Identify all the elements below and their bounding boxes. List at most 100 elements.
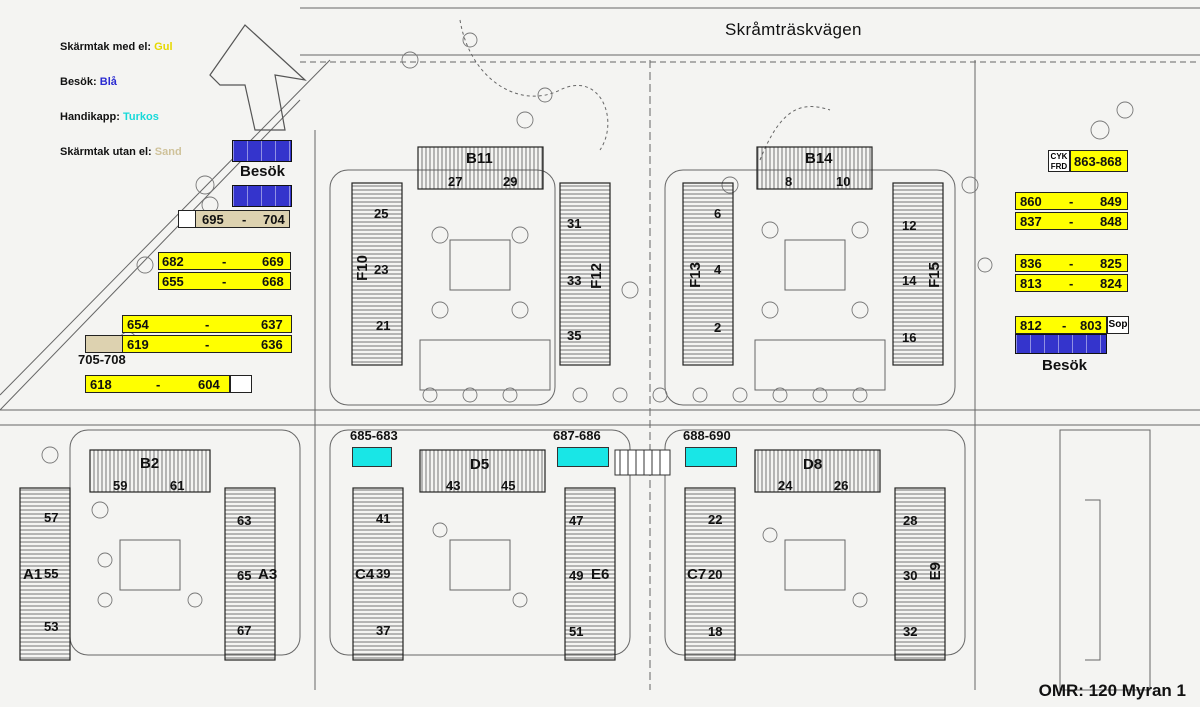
entrance-number: 67 — [237, 623, 252, 638]
entrance-number: 47 — [569, 513, 584, 528]
handicap-parking-lot[interactable] — [685, 447, 737, 467]
handicap-label-685-683: 685-683 — [350, 428, 398, 443]
legend-row-blue: Besök: Blå — [60, 75, 182, 110]
handicap-parking-lot[interactable] — [352, 447, 392, 467]
handicap-label-688-690: 688-690 — [683, 428, 731, 443]
entrance-number: 30 — [903, 568, 918, 583]
entrance-number: 8 — [785, 174, 793, 189]
building-D5 — [419, 449, 546, 493]
legend-value: Sand — [154, 146, 182, 158]
visitor-parking-lot[interactable] — [232, 140, 292, 162]
entrance-number: 24 — [778, 478, 793, 493]
visitor-parking-lot[interactable] — [232, 185, 292, 207]
north-arrow-icon — [209, 24, 307, 131]
parking-stall-box — [230, 375, 252, 393]
entrance-number: 12 — [902, 218, 917, 233]
entrance-number: 39 — [376, 566, 391, 581]
building-label-B11: B11 — [466, 150, 493, 167]
parking-row-654[interactable]: 654 - 637 — [122, 315, 292, 333]
legend-row-turquoise: Handikapp: Turkos — [60, 110, 182, 145]
entrance-number: 4 — [714, 262, 722, 277]
entrance-number: 28 — [903, 513, 918, 528]
legend-value: Blå — [99, 76, 117, 88]
parking-stall-box — [178, 210, 196, 228]
entrance-number: 22 — [708, 512, 723, 527]
parking-row-863-868[interactable]: 863-868 — [1070, 150, 1128, 172]
building-F10 — [351, 182, 403, 366]
entrance-number: 49 — [569, 568, 584, 583]
legend-text: Handikapp: — [60, 111, 120, 123]
parking-row-619[interactable]: 619 - 636 — [122, 335, 292, 353]
handicap-label-687-686: 687-686 — [553, 428, 601, 443]
building-C7 — [684, 487, 736, 661]
building-label-D5: D5 — [470, 456, 490, 473]
building-label-A1: A1 — [23, 566, 43, 583]
entrance-number: 61 — [170, 478, 185, 493]
building-B11 — [417, 146, 544, 190]
entrance-number: 37 — [376, 623, 391, 638]
legend-value: Gul — [154, 41, 173, 53]
lawn — [754, 339, 886, 391]
legend-text: Besök: — [60, 76, 97, 88]
footpath — [459, 19, 609, 151]
building-C4 — [352, 487, 404, 661]
building-E9 — [894, 487, 946, 661]
entrance-number: 55 — [44, 566, 59, 581]
legend-row-sand: Skärmtak utan el: Sand — [60, 145, 182, 180]
parking-row-705-sand[interactable] — [85, 335, 125, 353]
playground — [119, 539, 181, 591]
building-F12 — [559, 182, 611, 366]
tree-icons — [41, 32, 1134, 608]
entrance-number: 20 — [708, 567, 723, 582]
entrance-number: 59 — [113, 478, 128, 493]
parking-row-655[interactable]: 655 - 668 — [158, 272, 291, 290]
legend-text: Skärmtak med el: — [60, 41, 152, 53]
legend: Skärmtak med el: Gul Besök: Blå Handikap… — [60, 40, 182, 180]
visitor-label: Besök — [1042, 357, 1088, 374]
building-label-B2: B2 — [140, 455, 160, 472]
entrance-number: 65 — [237, 568, 252, 583]
parking-label-705-708: 705-708 — [78, 352, 126, 367]
parking-row-618[interactable]: 618 - 604 — [85, 375, 230, 393]
building-label-D8: D8 — [803, 456, 823, 473]
building-D8 — [754, 449, 881, 493]
visitor-parking-lot[interactable] — [1015, 334, 1107, 354]
playground — [784, 239, 846, 291]
entrance-number: 53 — [44, 619, 59, 634]
building-F13 — [682, 182, 734, 366]
garage-outline — [1059, 429, 1151, 691]
entrance-number: 29 — [503, 174, 518, 189]
entrance-number: 33 — [567, 273, 582, 288]
building-label-B14: B14 — [805, 150, 833, 167]
entrance-number: 31 — [567, 216, 582, 231]
courtyard-outline — [329, 429, 631, 656]
parking-row-837[interactable]: 837 - 848 — [1015, 212, 1128, 230]
garage-outline — [1085, 499, 1101, 661]
entrance-number: 2 — [714, 320, 722, 335]
parking-row-682[interactable]: 682 - 669 — [158, 252, 291, 270]
road-name: Skråmträskvägen — [725, 20, 862, 39]
entrance-number: 10 — [836, 174, 851, 189]
courtyard-outline — [664, 429, 966, 656]
legend-value: Turkos — [122, 111, 159, 123]
building-label-E6: E6 — [591, 566, 610, 583]
parking-row-860[interactable]: 860 - 849 — [1015, 192, 1128, 210]
entrance-number: 32 — [903, 624, 918, 639]
stair-block — [614, 449, 671, 476]
handicap-parking-lot[interactable] — [557, 447, 609, 467]
building-label-F10: F10 — [354, 255, 371, 281]
parking-row-695[interactable]: 695 - 704 — [195, 210, 290, 228]
parking-row-813[interactable]: 813 - 824 — [1015, 274, 1128, 292]
building-B2 — [89, 449, 211, 493]
building-B14 — [756, 146, 873, 190]
bike-storage-label: CYK FRD — [1048, 150, 1070, 172]
entrance-number: 21 — [376, 318, 391, 333]
building-label-E9: E9 — [927, 562, 944, 581]
entrance-number: 51 — [569, 624, 584, 639]
building-A3 — [224, 487, 276, 661]
entrance-number: 6 — [714, 206, 722, 221]
parking-row-836[interactable]: 836 - 825 — [1015, 254, 1128, 272]
visitor-label: Besök — [240, 163, 286, 180]
parking-row-812[interactable]: 812 - 803 — [1015, 316, 1107, 334]
